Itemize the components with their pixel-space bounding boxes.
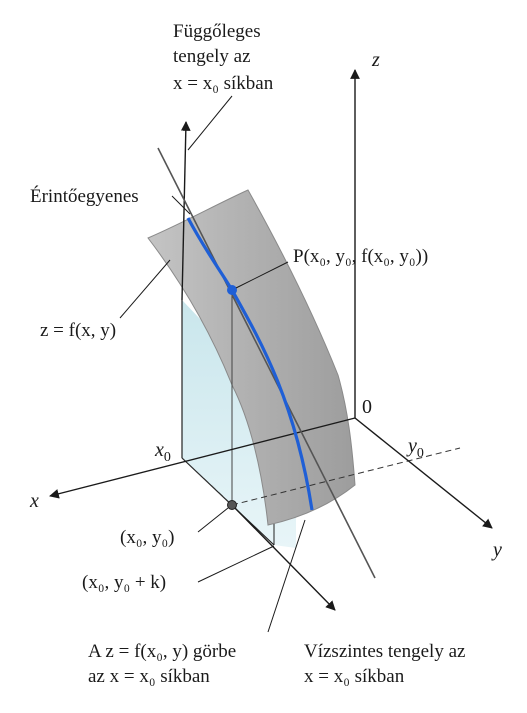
svg-text:x = x₀ síkban: x = x₀ síkban [173,73,274,94]
intersection-curve [186,217,314,511]
x0-tick-label: x0 [154,439,171,465]
svg-text:Függőleges: Függőleges [173,21,261,42]
y-axis [354,417,493,529]
base-point-k-caption: (x₀, y₀ + k) [82,572,166,593]
leader-surface [119,259,171,319]
leader-tangent [171,195,191,215]
svg-text:A z = f(x₀, y) görbe: A z = f(x₀, y) görbe [88,641,236,662]
vertical-axis-caption: Függőleges tengely az x = x₀ síkban [173,21,274,94]
y0-tick-label: y0 [406,435,424,461]
leader-point-P [235,261,289,289]
surface-patch [147,189,356,526]
x-axis-label: x [29,490,39,512]
surface-caption: z = f(x, y) [40,320,116,341]
curve-caption: A z = f(x₀, y) görbe az x = x₀ síkban [88,641,236,687]
leader-base-point [197,507,229,533]
svg-text:az x = x₀ síkban: az x = x₀ síkban [88,666,210,687]
y-axis-label: y [491,539,502,561]
guide-x0-dashed [181,457,233,506]
point-P-caption: P(x₀, y₀, f(x₀, y₀)) [293,246,428,267]
svg-text:x = x₀ síkban: x = x₀ síkban [304,666,405,687]
horizontal-axis-caption: Vízszintes tengely az x = x₀ síkban [304,641,465,687]
leader-vertical-axis [187,95,233,151]
guide-y0-dashed [231,447,461,506]
point-P [227,285,237,295]
leader-base-point-k [197,545,275,583]
vertical-axis-in-plane [180,121,191,301]
leader-curve [267,519,306,633]
base-point-caption: (x₀, y₀) [120,527,174,548]
tangent-line [157,147,376,579]
svg-text:tengely az: tengely az [173,46,251,67]
svg-text:Vízszintes tengely az: Vízszintes tengely az [304,641,465,662]
point-x0-y0 [227,500,237,510]
tangent-line-caption: Érintőegyenes [30,185,139,207]
horizontal-axis-in-plane [231,504,336,611]
origin-label: 0 [362,396,372,418]
z-axis-label: z [371,49,380,71]
x-axis [49,417,356,499]
